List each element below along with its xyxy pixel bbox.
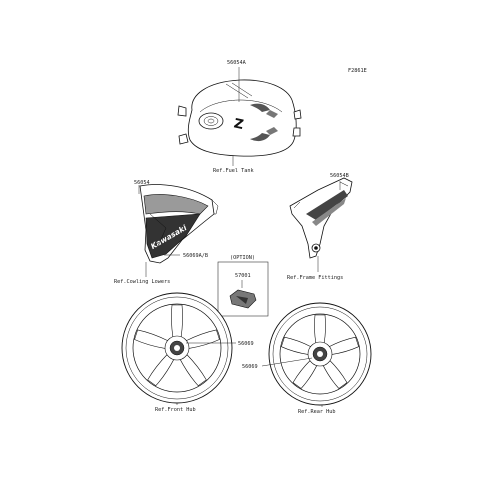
label-ref-fuel-tank: Ref.Fuel Tank (213, 168, 254, 174)
label-56069AB: 56069A/B (183, 253, 208, 259)
label-56054A: 56054A (227, 60, 247, 66)
label-ref-cowling-lowers: Ref.Cowling Lowers (114, 279, 170, 285)
label-front-56069: 56069 (238, 341, 254, 347)
figure-code: F2861E (348, 68, 367, 74)
tank-z-logo: Z (232, 116, 244, 133)
label-ref-rear-hub: Ref.Rear Hub (298, 409, 335, 415)
label-57001: 57001 (235, 273, 251, 279)
label-rear-56069: 56069 (242, 364, 258, 370)
front-wheel-drawing (121, 292, 233, 404)
cowling-lower-drawing: Kawasaki (139, 184, 219, 264)
fuel-tank-drawing: Z (177, 79, 302, 157)
rear-wheel-drawing (268, 302, 372, 406)
label-option: (OPTION) (230, 255, 255, 261)
frame-fitting-drawing (289, 177, 353, 259)
label-56054: 56054 (134, 180, 150, 186)
label-ref-frame-fittings: Ref.Frame Fittings (287, 275, 343, 281)
option-box: (OPTION) 57001 (217, 255, 269, 317)
label-ref-front-hub: Ref.Front Hub (155, 407, 196, 413)
label-56054B: 56054B (330, 173, 349, 179)
